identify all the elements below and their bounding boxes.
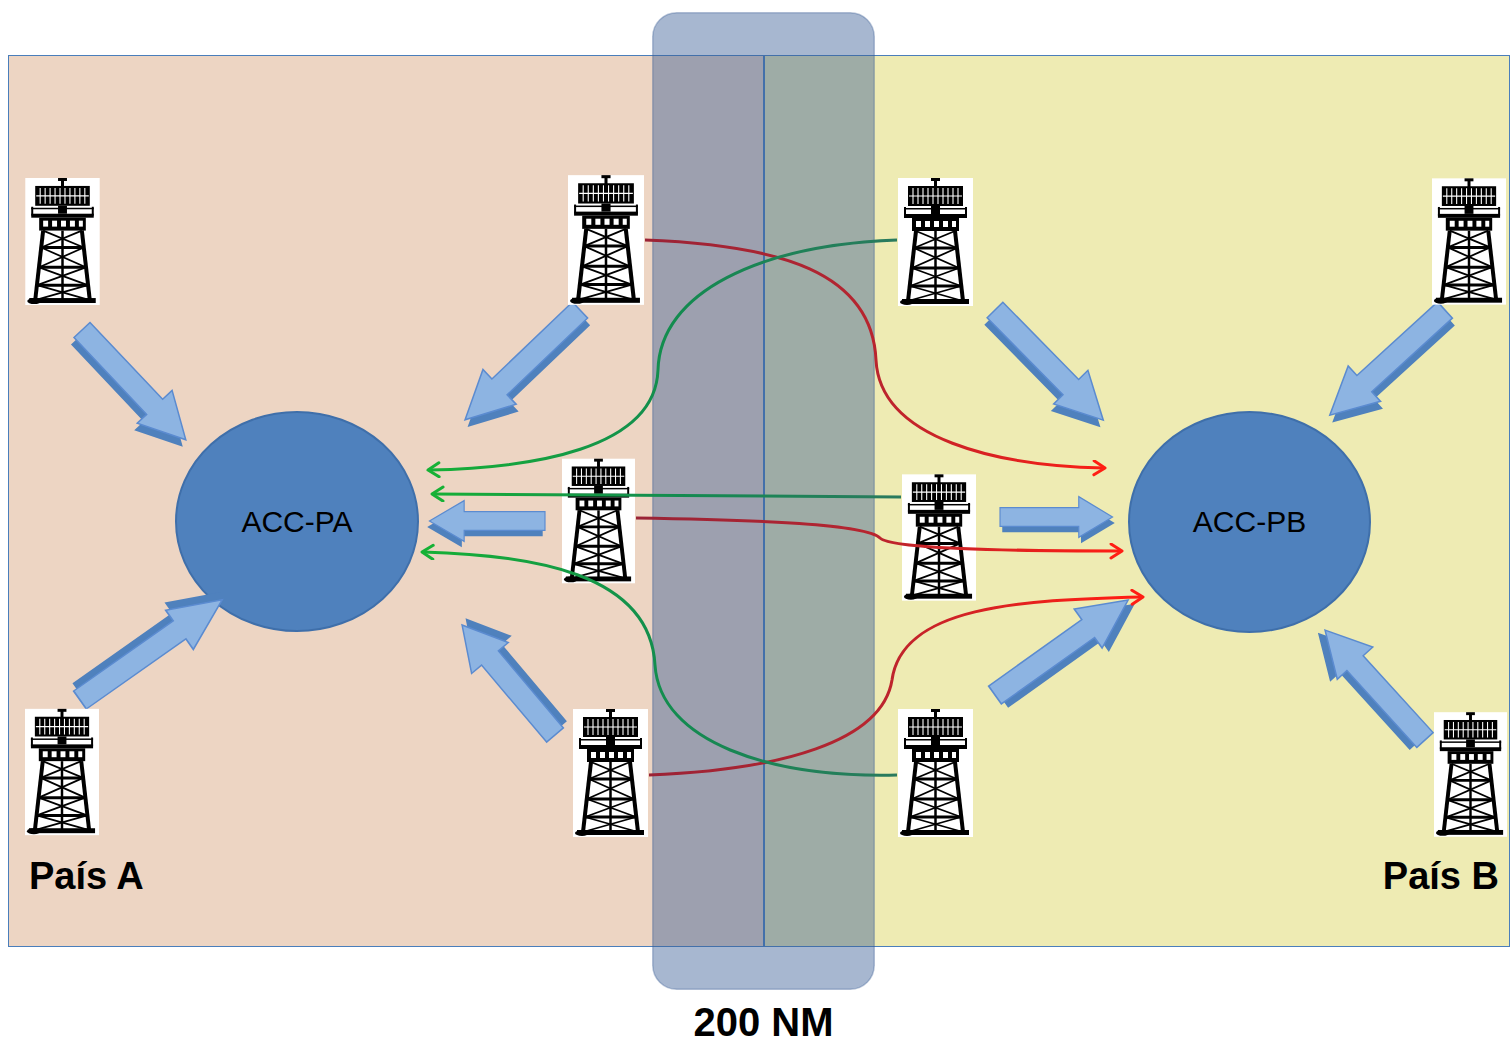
green-link xyxy=(433,494,901,497)
acc-circle: ACC-PB xyxy=(1128,411,1371,633)
radar-icon xyxy=(1432,178,1506,304)
green-link xyxy=(429,240,897,470)
red-link xyxy=(636,518,1121,551)
radar-icon xyxy=(902,474,976,600)
radar-icon xyxy=(568,175,644,305)
country-region: País A ACC-PA xyxy=(8,55,764,947)
acc-label: ACC-PB xyxy=(1193,504,1306,540)
radar-icon xyxy=(573,709,648,837)
band-outline xyxy=(652,12,875,990)
band-shape xyxy=(653,13,875,990)
country-label: País A xyxy=(29,855,144,897)
shared-radar-links xyxy=(423,240,1142,775)
block-arrow xyxy=(427,501,545,548)
radar-icons xyxy=(25,175,1507,837)
green-link xyxy=(423,552,897,775)
label-holder: País B xyxy=(1383,854,1499,900)
radar-icon xyxy=(898,178,973,306)
red-link xyxy=(645,240,1104,468)
block-arrow xyxy=(59,314,205,464)
block-arrow xyxy=(1300,612,1443,761)
radar-icon xyxy=(25,178,99,305)
red-link xyxy=(649,597,1142,775)
radar-icon xyxy=(1434,712,1507,837)
feed-arrows xyxy=(59,292,1465,761)
country-region: País B ACC-PB xyxy=(764,55,1510,947)
block-arrow xyxy=(981,579,1149,721)
label-holder: País A xyxy=(29,854,144,900)
block-arrow xyxy=(62,572,239,719)
block-arrow xyxy=(973,293,1123,444)
circle-shape xyxy=(1129,412,1370,632)
country-label: País B xyxy=(1383,855,1499,897)
acc-circle: ACC-PA xyxy=(175,411,419,632)
acc-label: ACC-PA xyxy=(241,504,352,540)
label-holder: 200 NM xyxy=(652,998,875,1046)
radar-icon xyxy=(25,709,99,835)
block-arrow xyxy=(1311,292,1466,440)
radar-icon xyxy=(562,459,635,584)
block-arrow xyxy=(1000,497,1115,544)
radar-icon xyxy=(898,709,973,837)
block-arrow xyxy=(442,603,579,751)
distance-band: 200 NM xyxy=(652,12,875,1049)
block-arrow xyxy=(446,293,601,445)
distance-label: 200 NM xyxy=(693,1000,833,1044)
circle-shape xyxy=(176,412,418,631)
